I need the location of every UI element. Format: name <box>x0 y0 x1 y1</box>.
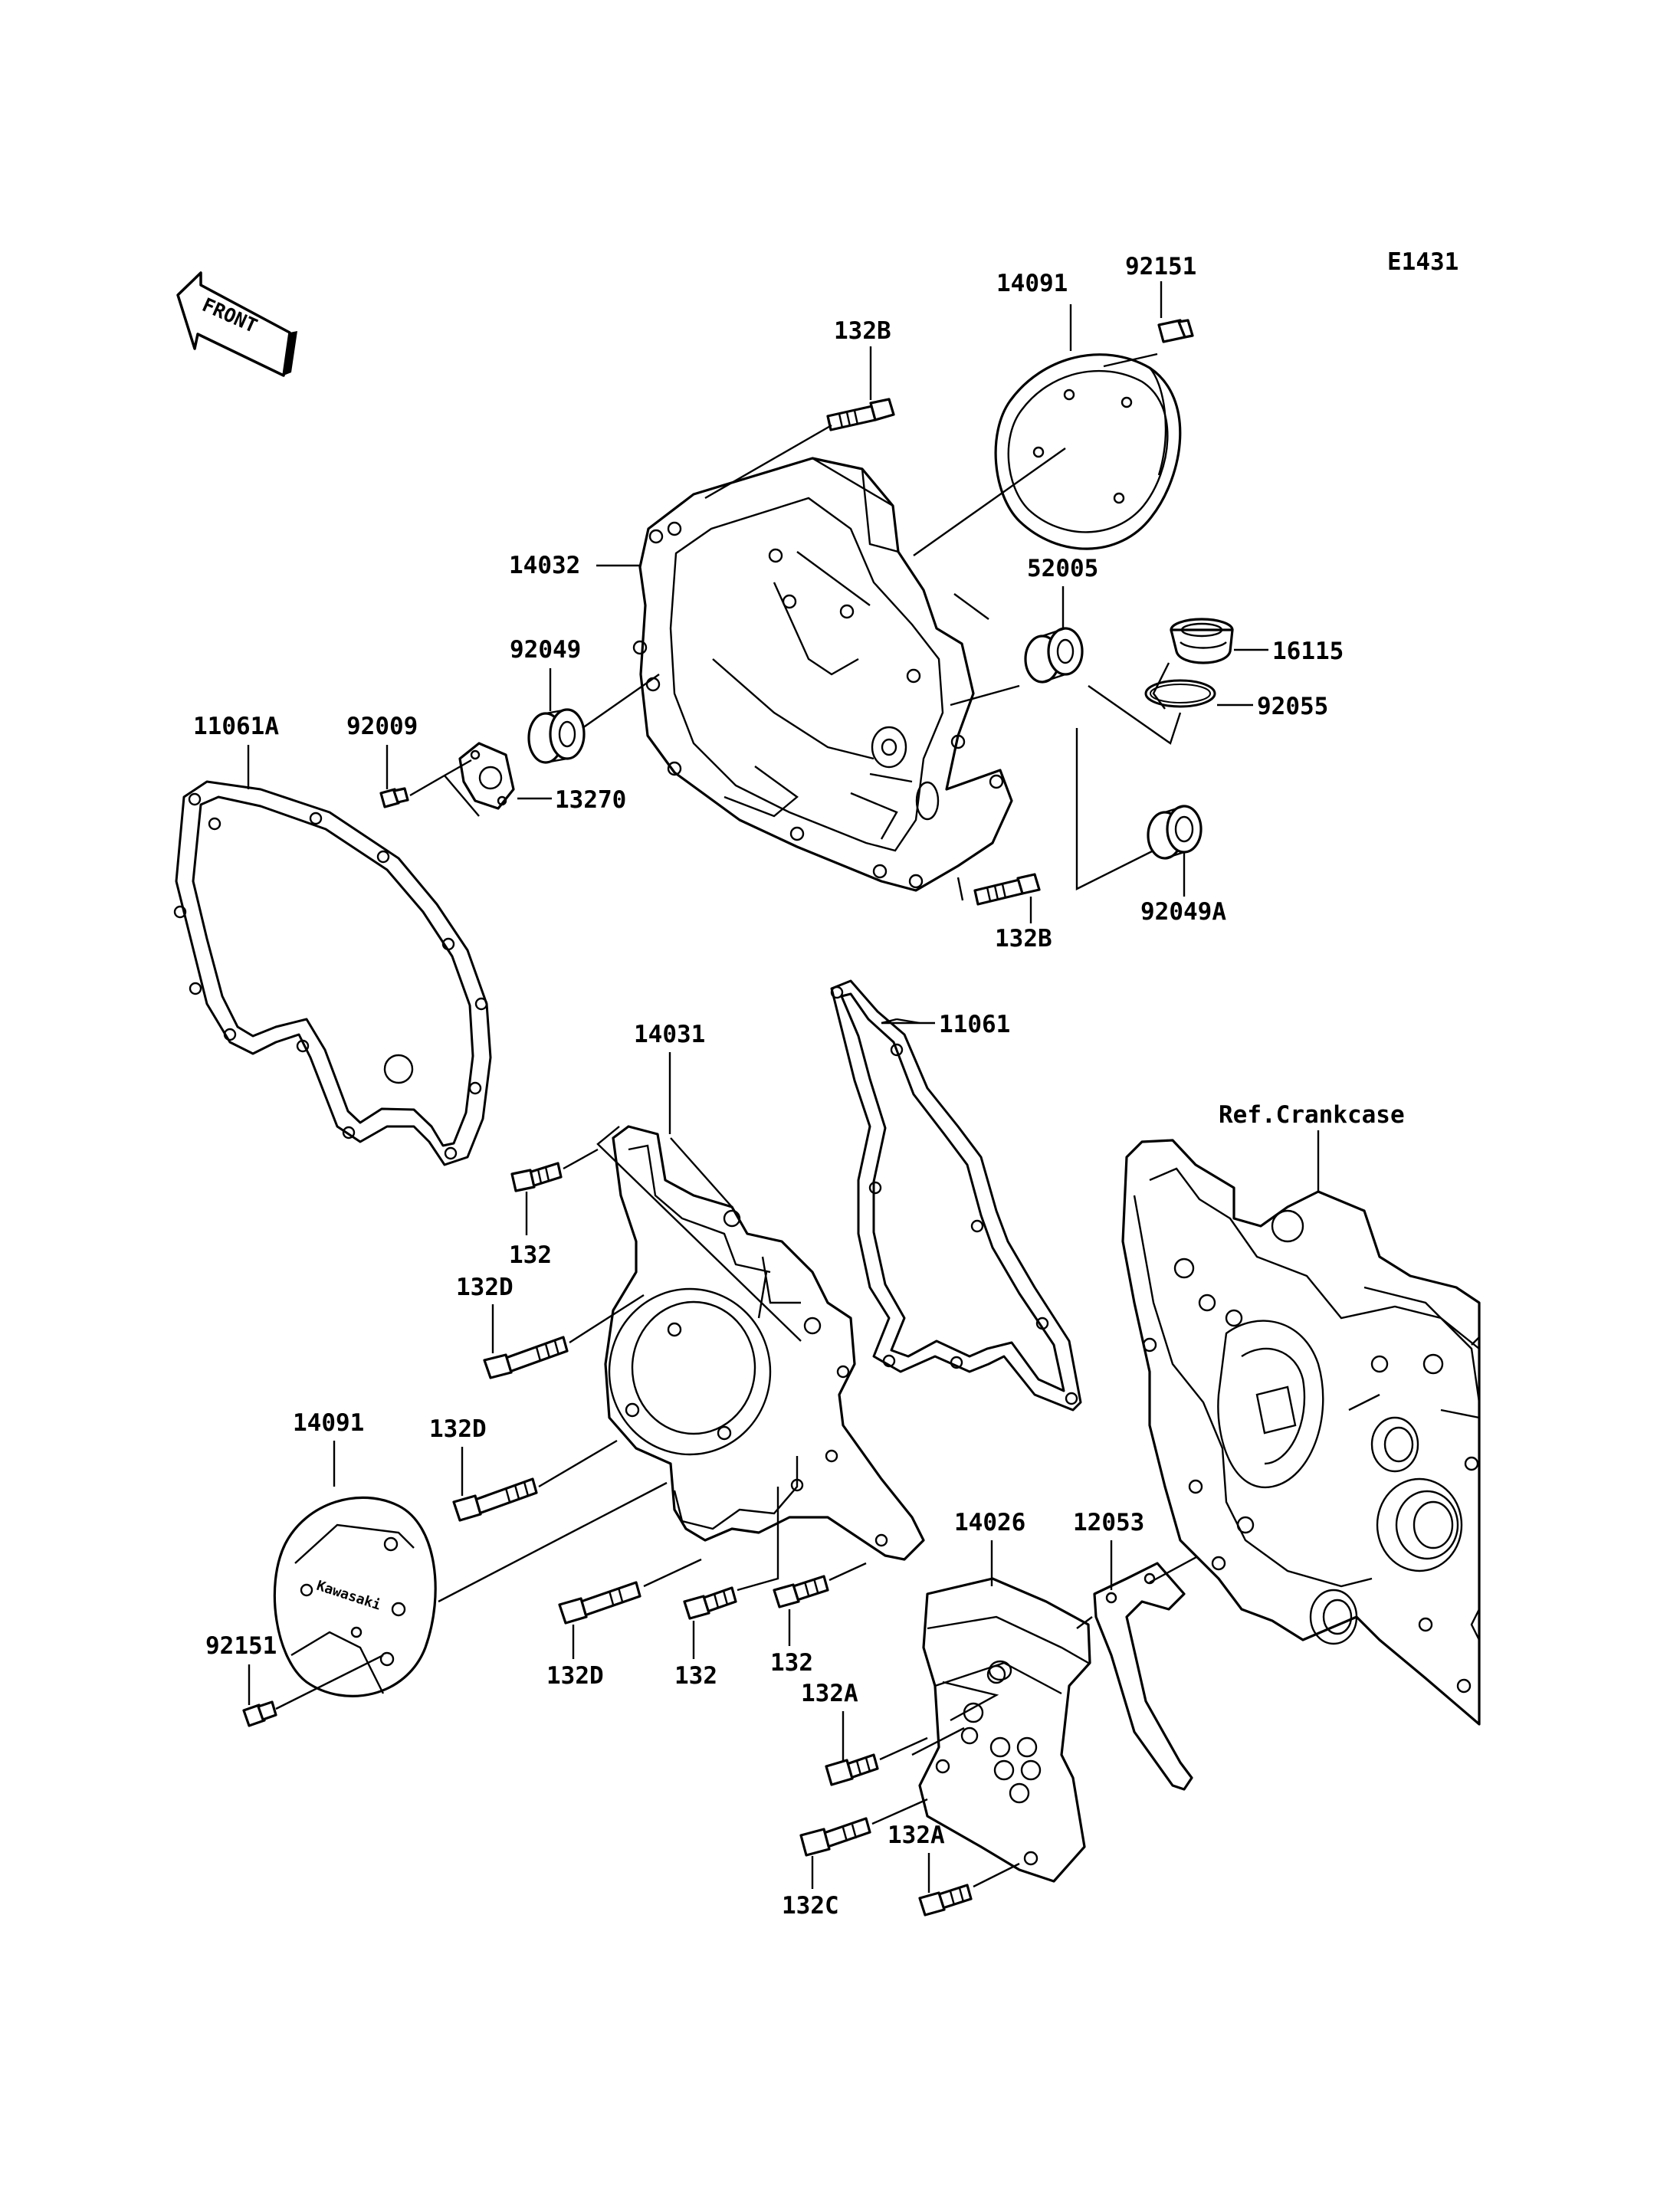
label-92055: 92055 <box>1257 693 1328 720</box>
label-132B-bottom: 132B <box>995 925 1052 953</box>
label-132D-a: 132D <box>456 1274 514 1301</box>
oil-plug-16115 <box>1170 618 1234 664</box>
label-132A-b: 132A <box>888 1822 945 1849</box>
bolt-132A-a <box>825 1753 879 1786</box>
label-16115: 16115 <box>1272 638 1344 665</box>
bearing-52005 <box>1024 627 1084 684</box>
bolt-132B-top <box>826 398 895 431</box>
clutch-cover-14032 <box>632 457 1013 892</box>
oil-seal-92049 <box>527 708 586 764</box>
bolt-132B-bottom <box>973 873 1041 906</box>
screw-92151-top <box>1157 319 1194 343</box>
crankcase-reference <box>1121 1139 1481 1726</box>
cover-14091-bottom: Kawasaki <box>273 1496 437 1697</box>
label-14091-top: 14091 <box>996 270 1068 297</box>
label-14026: 14026 <box>954 1509 1025 1536</box>
label-ref-crankcase: Ref.Crankcase <box>1219 1101 1405 1129</box>
label-12053: 12053 <box>1073 1509 1144 1536</box>
plate-13270 <box>458 742 515 810</box>
label-132-b: 132 <box>674 1662 717 1690</box>
screw-92009 <box>379 787 409 808</box>
label-132D-b: 132D <box>429 1415 487 1443</box>
bolt-132C <box>799 1817 871 1857</box>
label-92049A: 92049A <box>1140 898 1226 926</box>
label-13270: 13270 <box>555 786 626 814</box>
bolt-132D-c <box>558 1581 641 1625</box>
label-14031: 14031 <box>634 1021 705 1048</box>
bolt-132-c <box>773 1575 829 1608</box>
label-11061A: 11061A <box>193 713 279 740</box>
label-11061: 11061 <box>939 1011 1010 1038</box>
label-132-c: 132 <box>770 1649 813 1677</box>
bracket-12053 <box>1093 1562 1193 1791</box>
gasket-11061 <box>830 979 1082 1412</box>
bolt-132D-a <box>483 1336 569 1379</box>
label-132D-c: 132D <box>546 1662 604 1690</box>
bolt-132-a <box>510 1162 563 1192</box>
label-132B-top: 132B <box>834 317 891 345</box>
guard-14026 <box>918 1577 1091 1883</box>
label-14091-bottom: 14091 <box>293 1409 364 1437</box>
sprocket-cover-14031 <box>604 1125 925 1561</box>
label-92049: 92049 <box>510 636 581 664</box>
label-92009: 92009 <box>346 713 418 740</box>
label-92151-top: 92151 <box>1125 253 1196 280</box>
label-132A-a: 132A <box>801 1680 858 1707</box>
label-52005: 52005 <box>1027 555 1098 582</box>
bolt-132D-b <box>452 1477 538 1522</box>
gasket-11061A <box>173 780 492 1166</box>
label-132-a: 132 <box>509 1241 552 1269</box>
label-14032: 14032 <box>509 552 580 579</box>
label-132C: 132C <box>782 1892 839 1920</box>
bolt-132A-b <box>918 1884 973 1917</box>
bolt-132-b <box>683 1586 737 1620</box>
front-arrow-icon: FRONT <box>176 271 297 377</box>
o-ring-92055 <box>1144 679 1216 708</box>
diagram-code: E1431 <box>1387 248 1459 276</box>
oil-seal-92049A <box>1147 805 1203 860</box>
label-92151-bottom: 92151 <box>205 1632 277 1660</box>
cover-plate-14091-top <box>994 353 1182 550</box>
screw-92151-bottom <box>242 1700 277 1727</box>
